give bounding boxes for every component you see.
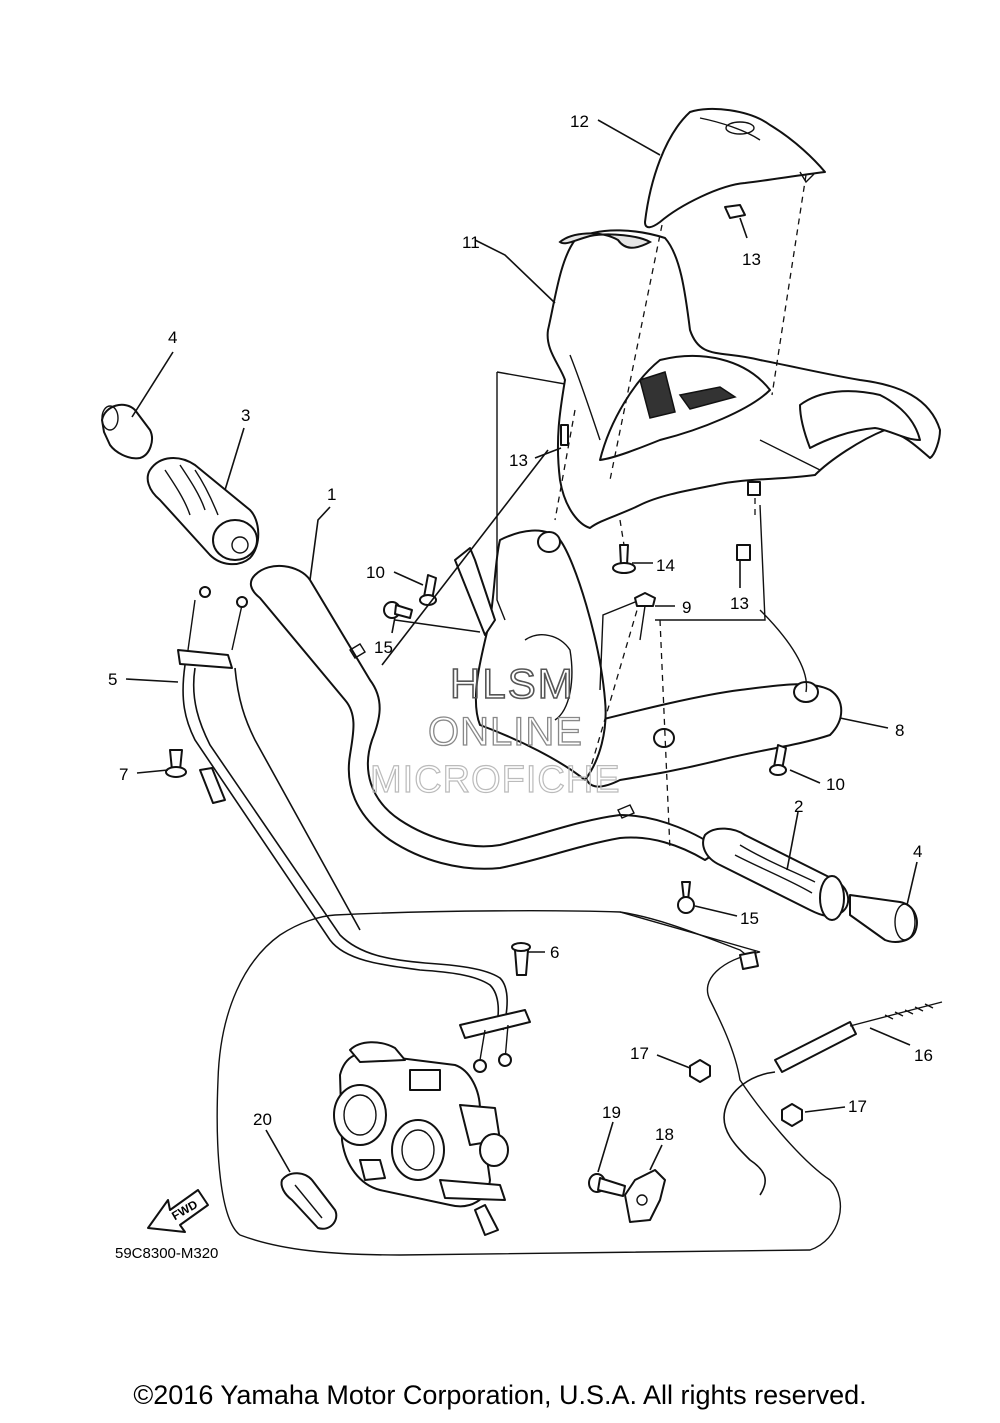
watermark-line-2: ONLINE: [428, 710, 583, 754]
figure-code: 59C8300-M320: [115, 1245, 219, 1262]
callout-14: 14: [656, 556, 675, 575]
watermark: HLSM ONLINE MICROFICHE: [369, 659, 621, 801]
part-4-bar-end-left: [101, 403, 153, 460]
watermark-line-1: HLSM: [450, 660, 575, 707]
callout-2: 2: [794, 797, 803, 816]
part-5-throttle-cables: [177, 586, 508, 1031]
callout-17-left: 17: [630, 1044, 649, 1063]
callout-13-mid: 13: [730, 594, 749, 613]
callout-7: 7: [119, 765, 128, 784]
callout-4-right: 4: [913, 842, 922, 861]
callout-5: 5: [108, 670, 117, 689]
callout-20: 20: [253, 1110, 272, 1129]
callout-13-top: 13: [742, 250, 761, 269]
part-11-front-cover: [546, 229, 941, 529]
callout-15-upper: 15: [374, 638, 393, 657]
watermark-line-3: MICROFICHE: [370, 759, 621, 801]
cable-bracket: [459, 942, 531, 1073]
callout-11: 11: [462, 233, 480, 252]
fwd-arrow-icon: FWD: [147, 1189, 209, 1233]
throttle-body-enclosure: [216, 910, 842, 1256]
part-4-bar-end-right: [849, 894, 918, 943]
callout-leaders: [125, 119, 918, 1173]
callout-10-upper: 10: [366, 563, 385, 582]
fasteners: [165, 204, 787, 914]
callout-9: 9: [682, 598, 691, 617]
callout-16: 16: [914, 1046, 933, 1065]
copyright-notice: ©2016 Yamaha Motor Corporation, U.S.A. A…: [133, 1380, 867, 1410]
callout-12: 12: [570, 112, 589, 131]
part-16-cable: [723, 1001, 943, 1196]
assembly-lines: [394, 174, 808, 851]
cable-end: [739, 951, 759, 970]
callout-19: 19: [602, 1103, 621, 1122]
callout-6: 6: [550, 943, 559, 962]
callout-10-lower: 10: [826, 775, 845, 794]
callout-18: 18: [655, 1125, 674, 1144]
part-20-clamp: [280, 1172, 338, 1230]
callout-4-left: 4: [168, 328, 177, 347]
part-2-right-grip: [702, 827, 850, 921]
callout-8: 8: [895, 721, 904, 740]
callout-1: 1: [327, 485, 336, 504]
throttle-body: [333, 1041, 509, 1236]
part-19-bolt: [588, 1173, 626, 1197]
part-12-top-cover: [644, 107, 826, 229]
callout-labels: 1 2 3 4 4 5 6 7 8 9 10 10 11 12 13 13 13…: [108, 112, 933, 1144]
part-8-bracket: [584, 681, 843, 788]
callout-15-lower: 15: [740, 909, 759, 928]
center-bracket: [454, 529, 607, 781]
part-18-bracket: [624, 1169, 666, 1223]
part-17-nuts: [689, 1059, 803, 1127]
cable-route: [619, 911, 756, 963]
callout-3: 3: [241, 406, 250, 425]
part-3-left-grip: [146, 457, 260, 566]
callout-13-left: 13: [509, 451, 528, 470]
callout-17-right: 17: [848, 1097, 867, 1116]
